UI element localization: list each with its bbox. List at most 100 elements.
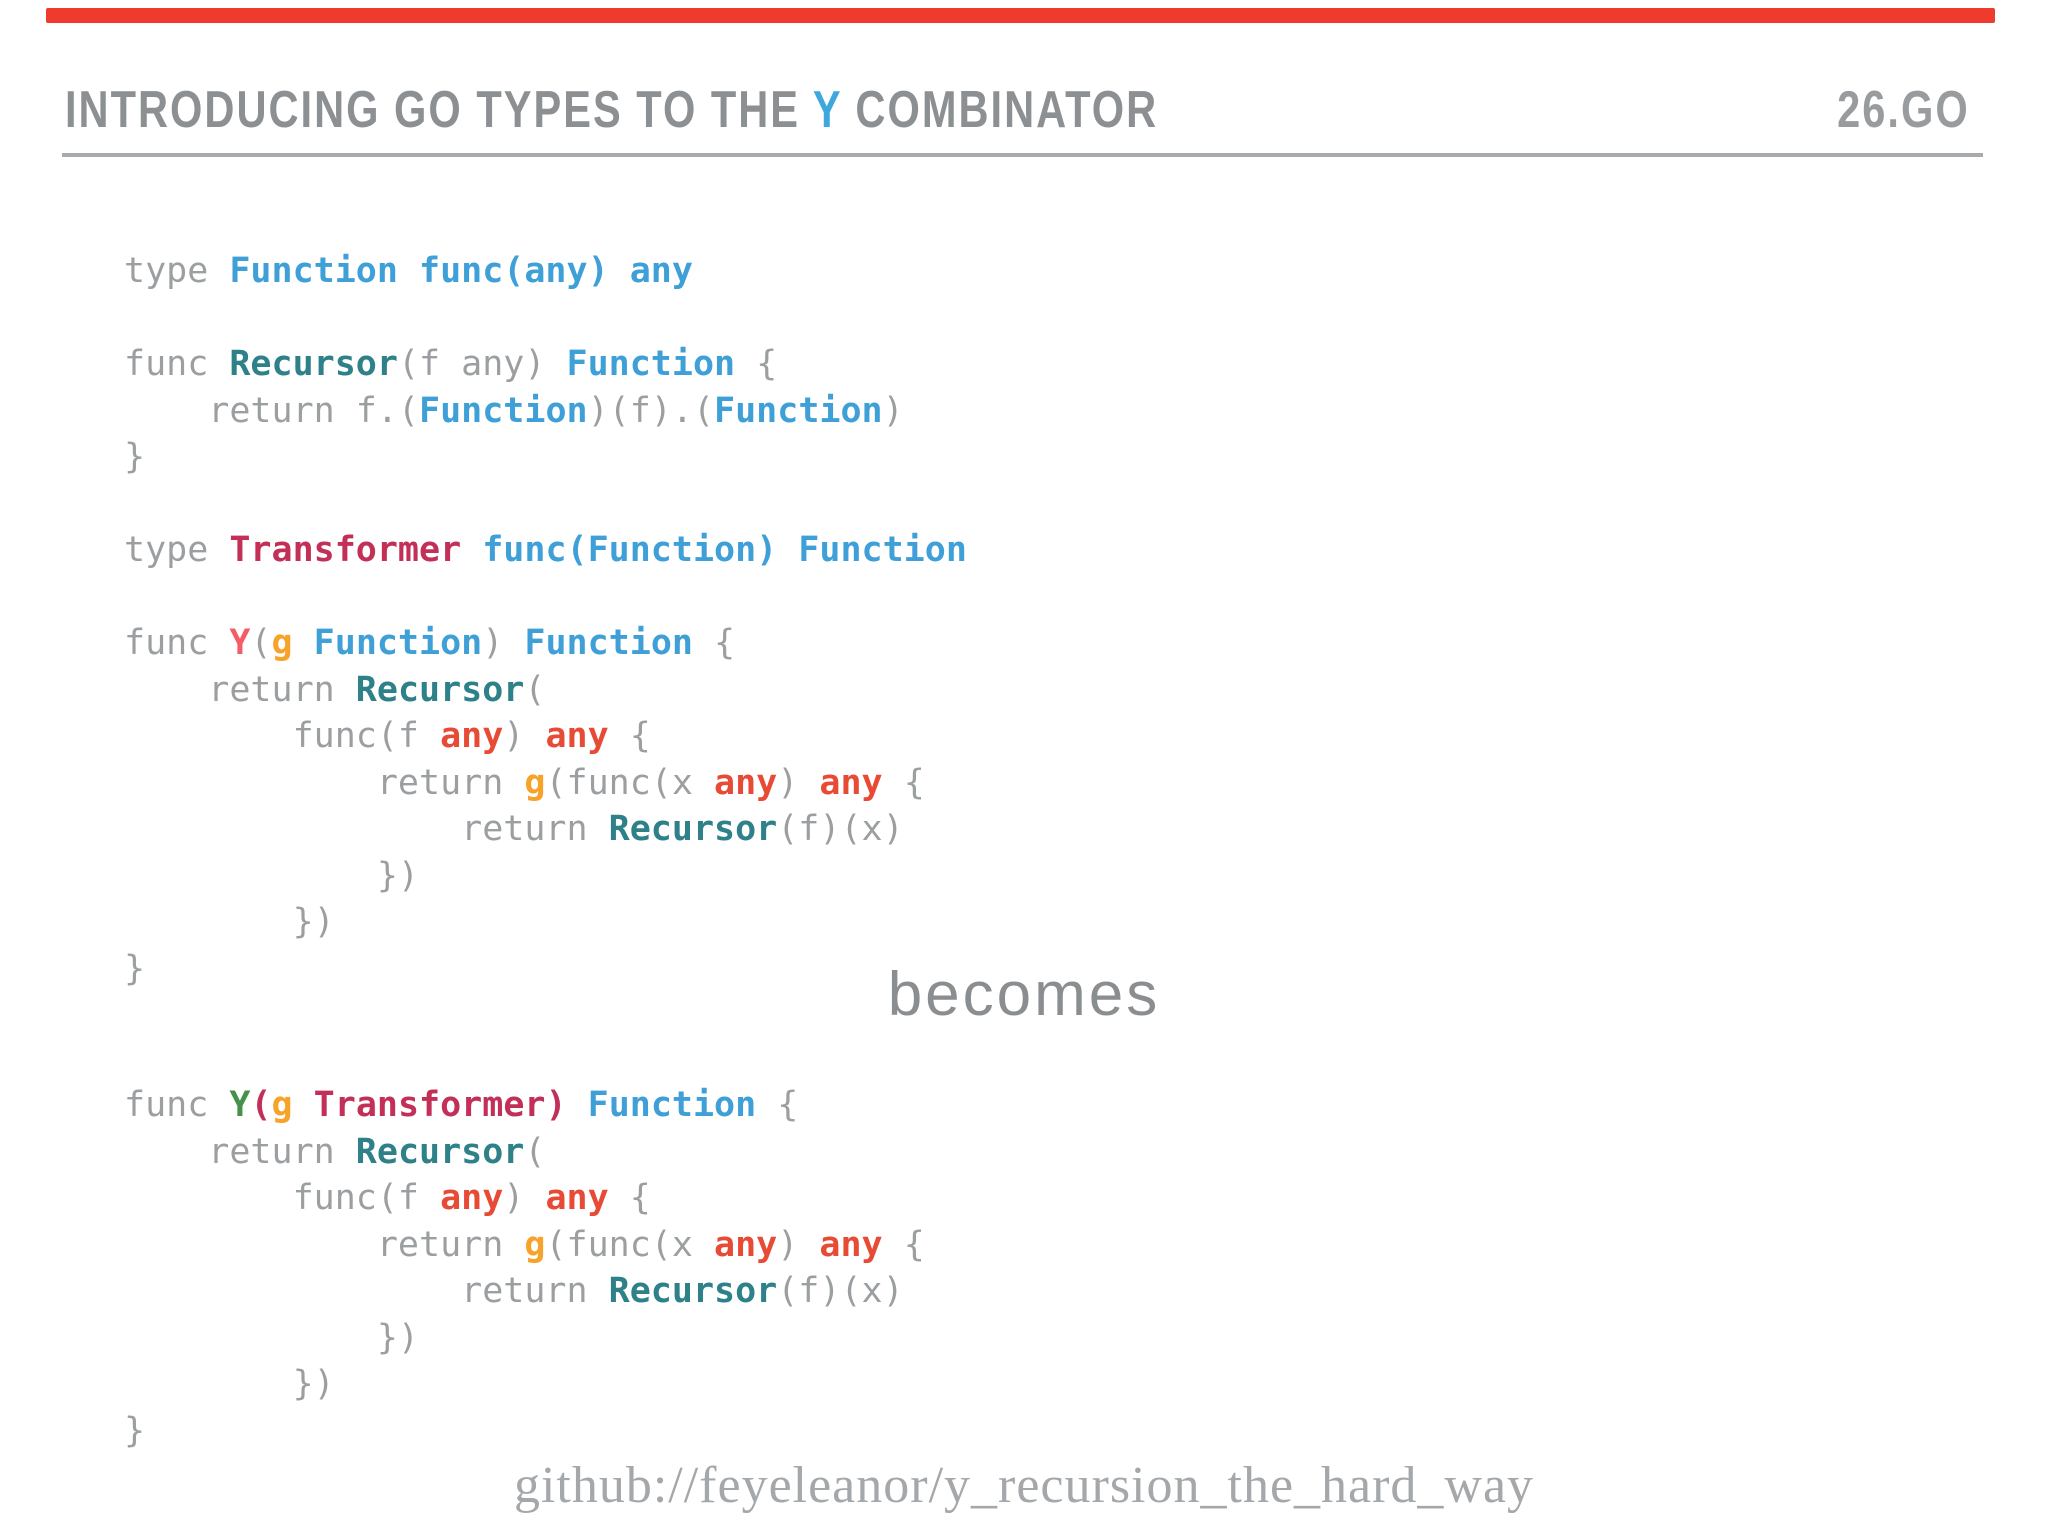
code-token: g [271,1085,293,1125]
code-token: Function [566,344,736,384]
code-token: func [124,1085,230,1125]
becomes-label: becomes [887,960,1161,1029]
code-token: g [524,762,546,803]
code-line: } [124,1411,145,1451]
code-token: ) [882,390,904,431]
code-token: any [819,1224,883,1265]
code-line: func(f any) any { [124,716,651,756]
code-token: }) [124,1364,335,1404]
code-line: return Recursor( [124,670,545,710]
code-token: any [545,1178,609,1218]
code-token: (f)(x) [777,1271,904,1311]
code-token: return f.( [124,390,420,431]
code-line: return Recursor( [124,1132,545,1172]
code-token: } [124,1410,146,1451]
code-token: any [819,762,883,803]
header-rule [62,153,1983,157]
code-token [461,530,482,570]
code-token: return [124,1131,356,1172]
code-token: ) [503,1178,546,1218]
code-line: }) [124,1364,335,1404]
code-line: return Recursor(f)(x) [124,1271,904,1311]
code-token: ) [545,1085,567,1125]
accent-bar [46,8,1995,23]
code-line: return f.(Function)(f).(Function) [124,390,904,431]
code-line: }) [124,856,419,896]
slide-title: INTRODUCING GO TYPES TO THE Y COMBINATOR [65,84,1158,136]
code-line: }) [124,902,335,942]
code-token: Y [229,1085,251,1125]
code-token: ) [777,762,820,803]
code-token: g [271,623,293,663]
code-token: func(Function) Function [482,530,967,570]
code-line: type Function func(any) any [124,251,693,291]
code-token [293,1085,314,1125]
code-token: func [124,623,230,663]
code-token: type [124,530,230,570]
code-line: } [124,949,145,989]
code-token: (func(x [545,1224,715,1265]
code-token: return [124,669,356,710]
code-token: ( [524,1131,546,1172]
code-line: return g(func(x any) any { [124,763,925,803]
code-token: Recursor [608,1271,778,1311]
code-token: any [714,762,778,803]
code-token: any [545,716,609,756]
code-token: g [524,1224,546,1265]
code-token: return [124,809,609,849]
code-token: Transformer [229,530,462,570]
code-token: Function [714,390,883,431]
code-token: { [608,1178,651,1218]
code-line: func Y(g Function) Function { [124,623,735,663]
code-token: Function [524,623,693,663]
code-token: Y [229,623,251,663]
code-token: }) [124,902,335,942]
code-token: Function [587,1085,757,1125]
code-token: { [608,716,651,756]
code-block-before: type Function func(any) any func Recurso… [124,248,967,992]
code-token: Function func(any) any [229,251,693,291]
file-label: 26.GO [1837,81,1970,139]
code-token: } [124,437,146,477]
code-token: return [124,1224,525,1265]
code-token: }) [124,855,420,896]
code-token: } [124,948,146,989]
code-token: func(f [124,1178,441,1218]
code-token: (func(x [545,762,715,803]
title-accent-y: Y [812,81,842,139]
code-token: { [692,623,736,663]
code-token: ( [250,623,272,663]
code-token: return [124,1271,609,1311]
footer-repo-link: github://feyeleanor/y_recursion_the_hard… [513,1457,1535,1514]
code-line: func(f any) any { [124,1178,651,1218]
code-line: type Transformer func(Function) Function [124,530,967,570]
code-token: { [756,1085,799,1125]
code-token: ) [777,1224,820,1265]
code-token: }) [124,1317,420,1358]
code-line: return g(func(x any) any { [124,1225,925,1265]
code-token: Recursor [608,809,778,849]
code-block-after: func Y(g Transformer) Function { return … [124,1082,925,1454]
code-token: { [735,344,778,384]
code-token: Recursor [355,669,525,710]
code-token: func [124,344,230,384]
code-line: }) [124,1318,419,1358]
code-token: Function [419,390,588,431]
code-token: return [124,762,525,803]
code-token: ) [503,716,546,756]
code-token: ( [524,669,546,710]
code-line: func Y(g Transformer) Function { [124,1085,798,1125]
code-token [567,1085,588,1125]
code-line: func Recursor(f any) Function { [124,344,777,384]
slide-title-prefix: INTRODUCING GO TYPES TO THE [65,81,813,139]
code-token: Recursor [355,1131,525,1172]
code-token: type [124,251,230,291]
code-line: } [124,437,145,477]
code-token [293,623,314,663]
slide-title-suffix: COMBINATOR [841,81,1159,139]
code-token: any [440,716,504,756]
code-token: Transformer [313,1085,546,1125]
code-token: )(f).( [587,390,715,431]
code-token: { [882,1224,925,1265]
